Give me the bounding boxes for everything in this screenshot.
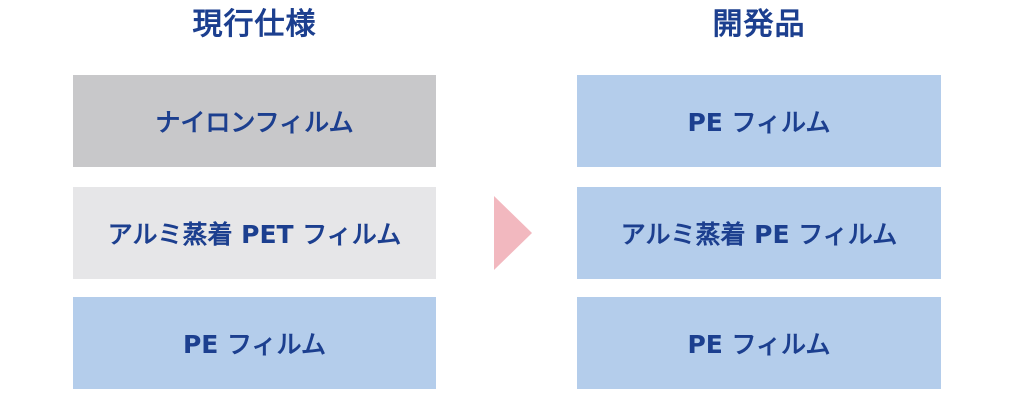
developed-product-heading: 開発品 <box>712 7 806 42</box>
left-layer-2: アルミ蒸着 PET フィルム <box>73 187 436 279</box>
current-spec-heading: 現行仕様 <box>192 7 317 42</box>
right-layer-2: アルミ蒸着 PE フィルム <box>577 187 941 279</box>
arrow-shape <box>494 196 532 270</box>
left-layer-3: PE フィルム <box>73 297 436 389</box>
right-layer-3: PE フィルム <box>577 297 941 389</box>
triangle-arrow-right-icon <box>494 196 532 270</box>
left-layer-1: ナイロンフィルム <box>73 75 436 167</box>
right-layer-1: PE フィルム <box>577 75 941 167</box>
